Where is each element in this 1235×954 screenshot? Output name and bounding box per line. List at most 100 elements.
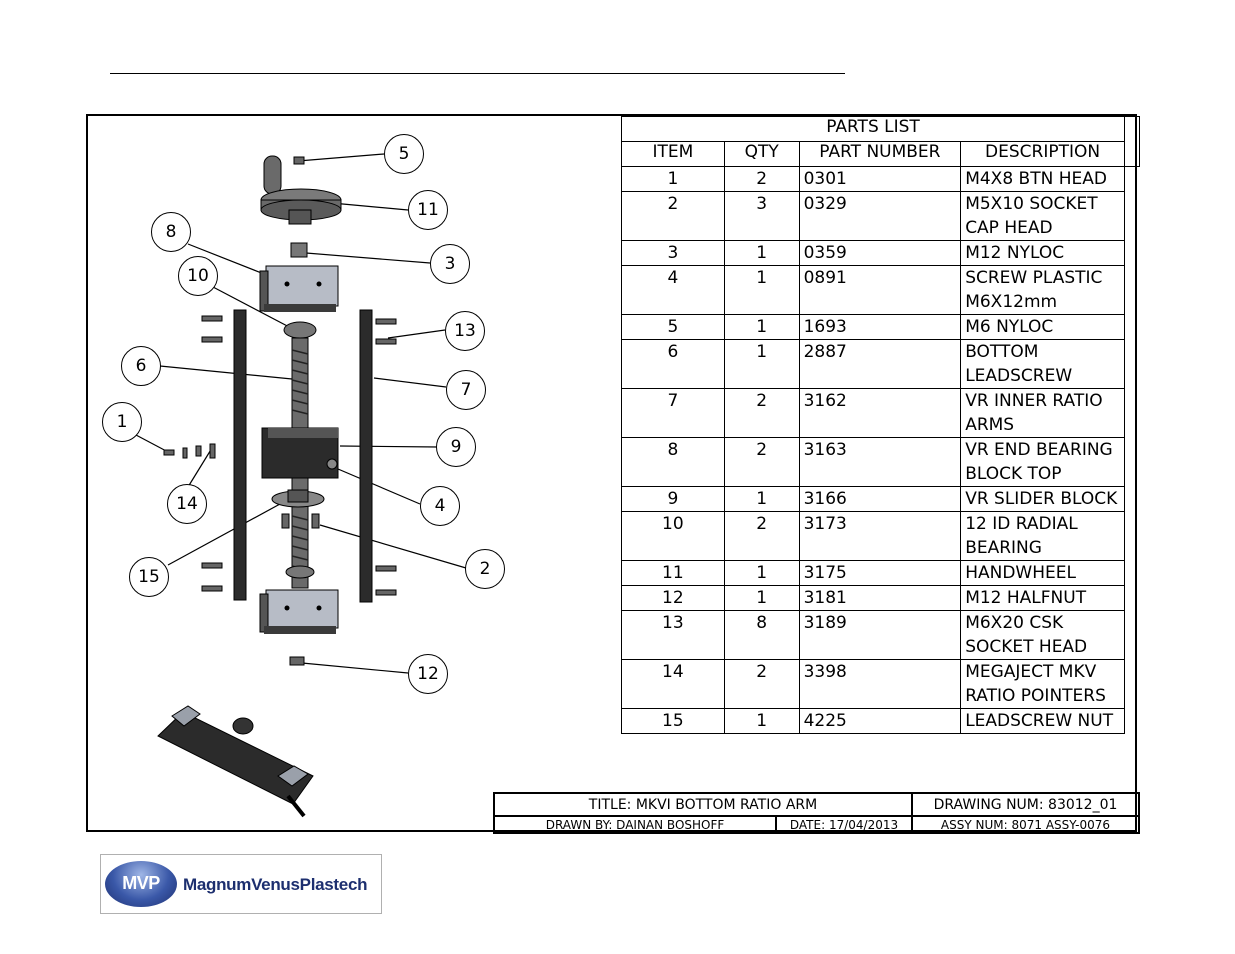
column-header-part-number: PART NUMBER: [798, 141, 962, 167]
part-number-cell: 3398: [798, 659, 962, 709]
description-cell: M6 NYLOC: [960, 314, 1125, 340]
callout-3: 3: [430, 244, 470, 284]
drawn-by: DRAWN BY: DAINAN BOSHOFF: [545, 817, 725, 832]
description-cell: VR SLIDER BLOCK: [960, 486, 1125, 512]
company-logo: MVP MagnumVenusPlastech: [100, 854, 382, 914]
qty-cell: 1: [723, 339, 800, 389]
callout-1: 1: [102, 402, 142, 442]
qty-cell: 1: [723, 560, 800, 586]
item-cell: 7: [621, 388, 725, 438]
parts-list-title: PARTS LIST: [621, 116, 1125, 142]
item-cell: 11: [621, 560, 725, 586]
part-number-cell: 3175: [798, 560, 962, 586]
radial-bearing-top: [283, 321, 317, 339]
description-cell: M4X8 BTN HEAD: [960, 166, 1125, 192]
qty-cell: 2: [723, 659, 800, 709]
callout-4: 4: [420, 486, 460, 526]
description-cell: 12 ID RADIAL BEARING: [960, 511, 1125, 561]
callout-11: 11: [408, 190, 448, 230]
halfnut-part: [289, 656, 305, 666]
qty-cell: 1: [723, 240, 800, 266]
part-number-cell: 2887: [798, 339, 962, 389]
leadscrew-nut-hub: [287, 489, 309, 503]
csk-screws: [201, 315, 397, 596]
callout-10: 10: [178, 256, 218, 296]
description-cell: VR END BEARING BLOCK TOP: [960, 437, 1125, 487]
part-number-cell: 3181: [798, 585, 962, 611]
logo-badge-icon: MVP: [105, 861, 177, 907]
description-cell: LEADSCREW NUT: [960, 708, 1125, 734]
drawing-title: TITLE: MKVI BOTTOM RATIO ARM: [588, 796, 818, 813]
drawing-number: DRAWING NUM: 83012_01: [933, 796, 1118, 813]
radial-bearing-bottom: [285, 565, 315, 579]
inner-ratio-arm-right: [359, 309, 373, 603]
part-number-cell: 4225: [798, 708, 962, 734]
button-head-screws-and-pointers: [163, 443, 216, 459]
description-cell: VR INNER RATIO ARMS: [960, 388, 1125, 438]
qty-cell: 1: [723, 585, 800, 611]
end-bearing-block-bottom: [259, 589, 339, 634]
part-number-cell: 0301: [798, 166, 962, 192]
callout-8: 8: [151, 212, 191, 252]
qty-cell: 2: [723, 166, 800, 192]
drawing-frame: [86, 114, 1137, 832]
callout-12: 12: [408, 654, 448, 694]
qty-cell: 2: [723, 511, 800, 561]
item-cell: 14: [621, 659, 725, 709]
item-cell: 1: [621, 166, 725, 192]
qty-cell: 1: [723, 265, 800, 315]
part-number-cell: 1693: [798, 314, 962, 340]
part-number-cell: 3163: [798, 437, 962, 487]
assy-number: ASSY NUM: 8071 ASSY-0076: [940, 817, 1111, 832]
title-block-divider: [495, 815, 1138, 817]
part-number-cell: 3173: [798, 511, 962, 561]
handwheel-part: [260, 155, 342, 225]
exploded-assembly-drawing: 5 11 8 3 10 13 6 7 1 9 14 4 2 15 12: [88, 116, 618, 830]
callout-6: 6: [121, 346, 161, 386]
description-cell: M6X20 CSK SOCKET HEAD: [960, 610, 1125, 660]
callout-13: 13: [445, 311, 485, 351]
qty-cell: 3: [723, 191, 800, 241]
parts-list-table: PARTS LIST ITEM QTY PART NUMBER DESCRIPT…: [621, 116, 1141, 734]
inner-ratio-arm-left: [233, 309, 247, 601]
column-header-description: DESCRIPTION: [960, 141, 1125, 167]
item-cell: 13: [621, 610, 725, 660]
qty-cell: 1: [723, 708, 800, 734]
callout-9: 9: [436, 427, 476, 467]
callout-2: 2: [465, 549, 505, 589]
qty-cell: 2: [723, 437, 800, 487]
header-rule: [110, 73, 845, 74]
drawing-date: DATE: 17/04/2013: [789, 817, 899, 832]
table-spacer: [1123, 116, 1141, 167]
item-cell: 9: [621, 486, 725, 512]
column-header-qty: QTY: [723, 141, 800, 167]
logo-wordmark: MagnumVenusPlastech: [183, 875, 368, 894]
part-number-cell: 0891: [798, 265, 962, 315]
callout-14: 14: [167, 484, 207, 524]
item-cell: 15: [621, 708, 725, 734]
item-cell: 10: [621, 511, 725, 561]
qty-cell: 1: [723, 314, 800, 340]
callout-7: 7: [446, 370, 486, 410]
end-bearing-block-top: [259, 265, 339, 312]
description-cell: M5X10 SOCKET CAP HEAD: [960, 191, 1125, 241]
title-block-divider: [775, 815, 777, 832]
description-cell: MEGAJECT MKV RATIO POINTERS: [960, 659, 1125, 709]
exploded-view-svg: [135, 153, 467, 818]
part-number-cell: 3166: [798, 486, 962, 512]
assembled-iso-view: [157, 705, 314, 818]
socket-cap-screw: [281, 513, 290, 529]
nyloc-m12-part: [290, 242, 308, 258]
item-cell: 8: [621, 437, 725, 487]
qty-cell: 2: [723, 388, 800, 438]
